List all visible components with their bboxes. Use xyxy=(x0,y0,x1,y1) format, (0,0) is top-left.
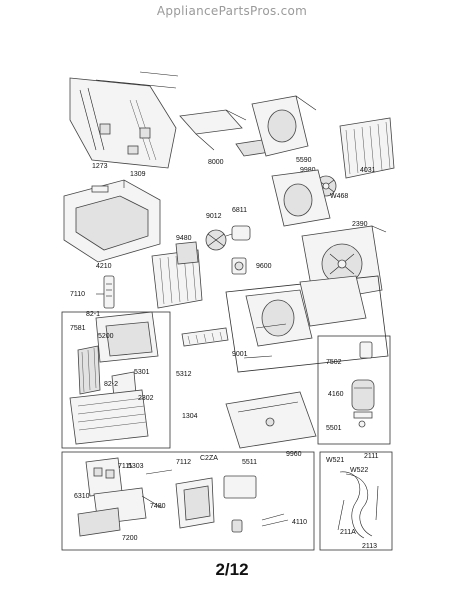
site-watermark: AppliancePartsPros.com xyxy=(156,4,308,18)
label-9001: 9001 xyxy=(232,351,248,358)
control-board-part xyxy=(77,457,173,537)
front-grille-part xyxy=(69,311,159,445)
label-5303: 5303 xyxy=(128,463,144,470)
chassis-part xyxy=(243,275,367,359)
label-9600: 9600 xyxy=(256,263,272,270)
blower-part xyxy=(231,257,247,275)
label-1309-text: 1309 xyxy=(130,171,146,178)
label-W468: W468 xyxy=(330,193,348,200)
shroud-part xyxy=(251,95,317,157)
label-7502: 7502 xyxy=(326,359,342,366)
compressor-group-box xyxy=(317,335,391,445)
label-1304: 1304 xyxy=(182,413,198,420)
label-7112: 7112 xyxy=(176,459,191,466)
remote-part xyxy=(96,275,115,309)
label-1273-text: 1273 xyxy=(92,163,108,170)
fan-motor-part xyxy=(205,225,251,251)
label-9012: 9012 xyxy=(206,213,222,220)
label-5200: 5200 xyxy=(98,333,114,340)
label-2113: 2113 xyxy=(362,543,377,550)
label-4031: 4031 xyxy=(360,167,376,174)
label-5312: 5312 xyxy=(176,371,192,378)
front-grille-group-box xyxy=(61,311,171,449)
label-4210: 4210 xyxy=(96,263,112,270)
label-9960: 9960 xyxy=(286,451,302,458)
label-2302: 2302 xyxy=(138,395,154,402)
label-C2ZA: C2ZA xyxy=(200,455,218,462)
label-4110: 4110 xyxy=(292,519,307,526)
evaporator-coil-part xyxy=(151,241,203,309)
label-2111: 2111 xyxy=(364,453,379,460)
label-5590: 5590 xyxy=(296,157,312,164)
louver-part xyxy=(181,327,229,347)
page-number: 2/12 xyxy=(215,560,249,579)
label-8000: 8000 xyxy=(208,159,224,166)
label-6811: 6811 xyxy=(232,207,247,214)
label-1309: 1309 xyxy=(130,171,146,178)
label-82-1: 82-1 xyxy=(86,311,100,318)
label-W522: W522 xyxy=(350,467,368,474)
label-6310: 6310 xyxy=(74,493,90,500)
label-211A: 211A xyxy=(340,529,356,536)
label-7581: 7581 xyxy=(70,325,86,332)
condenser-coil-part xyxy=(339,117,395,179)
side-panel-part xyxy=(69,71,179,169)
compressor-part xyxy=(351,341,375,428)
cabinet-part xyxy=(63,179,161,263)
base-plate-part xyxy=(225,391,317,449)
label-7200: 7200 xyxy=(122,535,138,542)
label-5511: 5511 xyxy=(242,459,257,466)
electrical-group-box xyxy=(61,451,315,551)
label-7480: 7480 xyxy=(150,503,166,510)
label-5501: 5501 xyxy=(326,425,342,432)
label-2390: 2390 xyxy=(352,221,368,228)
label-9980: 9980 xyxy=(300,167,316,174)
label-4160: 4160 xyxy=(328,391,344,398)
label-7110: 7110 xyxy=(70,291,85,298)
label-W521: W521 xyxy=(326,457,344,464)
switch-box-part xyxy=(175,475,289,533)
brace-part xyxy=(271,169,331,227)
label-7111: 7111 xyxy=(118,463,133,470)
label-5301: 5301 xyxy=(134,369,150,376)
label-82-2: 82-2 xyxy=(104,381,118,388)
label-9480: 9480 xyxy=(176,235,192,242)
label-1273: 1273 xyxy=(92,163,108,170)
tubing-group-box xyxy=(319,451,393,551)
